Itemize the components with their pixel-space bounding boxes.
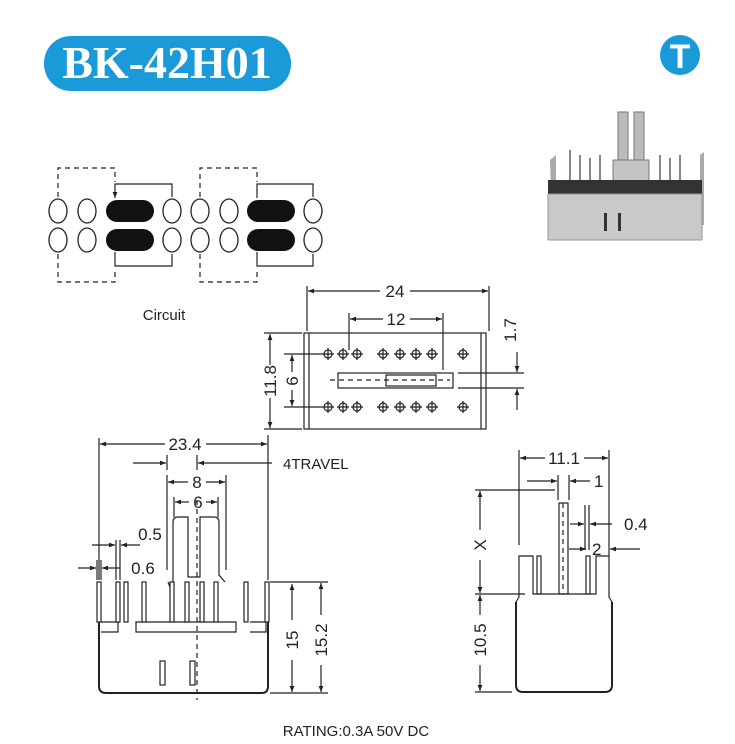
dim-actuator-height: X	[471, 539, 490, 550]
dim-front-height: 15	[283, 631, 302, 650]
dim-actuator-thickness: 1	[594, 472, 603, 491]
top-view: 24 12 11.8 6 1.7	[261, 282, 524, 430]
dim-top-height: 11.8	[261, 365, 280, 397]
rating-label: RATING:0.3A 50V DC	[283, 723, 430, 740]
front-view: 23.4 4TRAVEL 8 6 0.5 0.6 15 15.2	[78, 435, 349, 700]
circuit-label: Circuit	[143, 307, 186, 324]
dim-front-height-total: 15.2	[312, 623, 331, 656]
dim-actuator-offset: 2	[592, 540, 601, 559]
dim-actuator-outer: 8	[192, 473, 201, 492]
brand-logo: T	[660, 35, 700, 76]
dim-gap: 0.4	[624, 515, 648, 534]
side-view: 11.1 1 0.4 2 X 10.5	[471, 449, 648, 693]
model-badge: BK-42H01	[44, 36, 291, 91]
dim-top-width: 24	[386, 282, 405, 301]
dim-body-height: 10.5	[471, 623, 490, 656]
dim-pin-width: 0.5	[138, 525, 162, 544]
dim-offset: 1.7	[501, 318, 520, 342]
dim-pin-pitch: 12	[387, 310, 406, 329]
dim-front-width: 23.4	[168, 435, 201, 454]
dim-pin-thickness: 0.6	[131, 559, 155, 578]
model-title: BK-42H01	[62, 37, 272, 88]
travel-label: 4TRAVEL	[283, 456, 349, 473]
dim-side-width: 11.1	[548, 449, 580, 468]
dim-row-spacing: 6	[283, 376, 302, 385]
dim-actuator-inner: 6	[193, 493, 202, 512]
product-photo	[547, 111, 704, 241]
logo-letter: T	[670, 38, 691, 76]
circuit-diagram: Circuit	[48, 167, 323, 324]
